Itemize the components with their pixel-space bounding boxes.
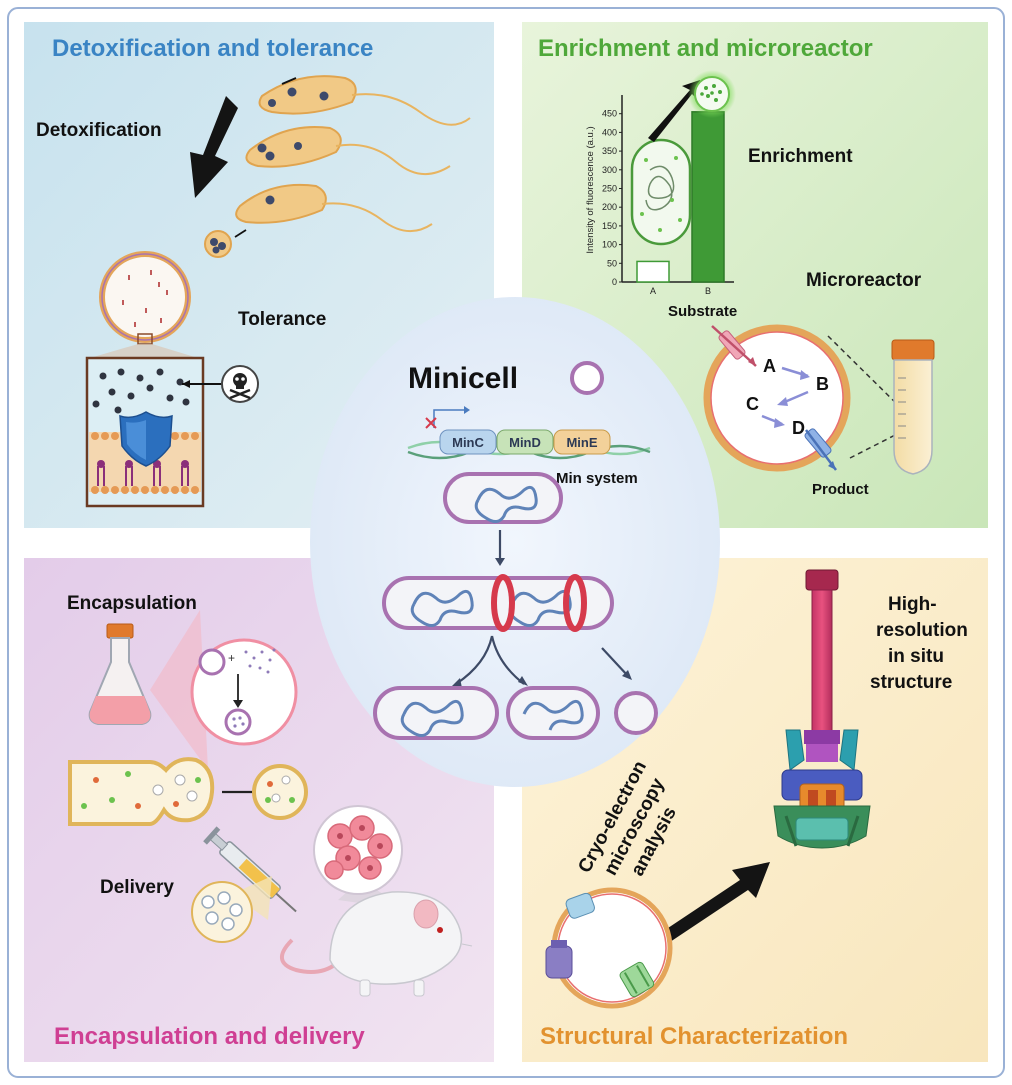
letter-b: B xyxy=(816,374,829,394)
product-label: Product xyxy=(812,481,869,498)
struct-title: Structural Characterization xyxy=(540,1023,848,1050)
svg-text:resolution: resolution xyxy=(876,620,968,641)
bar-a xyxy=(636,260,670,283)
delivery-label: Delivery xyxy=(100,877,174,898)
min-system-icon: MinC MinD MinE xyxy=(407,406,651,460)
substrate-channel-icon xyxy=(711,325,757,367)
bacteria-icon xyxy=(204,75,471,258)
detox-title: Detoxification and tolerance xyxy=(52,35,373,62)
minicell-circle-icon xyxy=(90,251,198,358)
x-category-label: B xyxy=(705,286,711,296)
dividing-cell-icon xyxy=(382,574,614,632)
svg-text:structure: structure xyxy=(870,672,952,693)
y-tick-label: 400 xyxy=(602,127,617,137)
letter-c: C xyxy=(746,394,759,414)
pore-complex-icon xyxy=(773,569,871,849)
y-tick-label: 450 xyxy=(602,109,617,119)
membrane-complex-cell-icon xyxy=(545,887,673,1009)
daughter-cell-icon xyxy=(506,686,600,740)
y-tick-label: 100 xyxy=(602,240,617,250)
tumor-icon xyxy=(313,805,410,910)
rod-cell-icon xyxy=(443,472,563,524)
enrich-title: Enrichment and microreactor xyxy=(538,35,873,62)
gene-mine: MinE xyxy=(566,435,597,450)
enrichment-label: Enrichment xyxy=(748,146,853,167)
minicell-icon xyxy=(570,361,604,395)
svg-text:High-: High- xyxy=(888,594,937,615)
y-tick-label: 200 xyxy=(602,202,617,212)
microreactor-icon: A B C D xyxy=(703,324,906,472)
daughter-cell-icon xyxy=(373,686,499,740)
product-channel-icon xyxy=(804,428,837,471)
high-res-label: High- resolution in situ structure xyxy=(870,594,968,693)
encapsulation-zoom-icon: + xyxy=(150,610,298,770)
delivery-zoom-icon xyxy=(191,876,272,943)
minicell-title: Minicell xyxy=(408,362,518,395)
x-category-label: A xyxy=(650,286,656,296)
y-tick-label: 300 xyxy=(602,165,617,175)
loaded-cell-icon xyxy=(68,757,215,826)
encapsulation-label: Encapsulation xyxy=(67,593,197,614)
mouse-icon xyxy=(280,891,473,997)
y-tick-label: 250 xyxy=(602,184,617,194)
y-tick-label: 50 xyxy=(607,258,617,268)
y-axis-label: Intensity of fluorescence (a.u.) xyxy=(585,126,596,253)
septum-ring xyxy=(563,574,587,632)
flask-icon xyxy=(88,623,152,725)
gene-mind: MinD xyxy=(509,435,541,450)
bar-b xyxy=(691,111,725,283)
shield-icon xyxy=(119,411,173,467)
y-tick-label: 150 xyxy=(602,221,617,231)
bacterial-cell-icon xyxy=(630,70,736,246)
y-tick-label: 0 xyxy=(612,277,617,287)
loaded-minicell-icon xyxy=(252,764,308,820)
letter-a: A xyxy=(763,356,776,376)
microreactor-label: Microreactor xyxy=(806,270,922,291)
minicell-product-icon xyxy=(614,691,658,735)
cryo-arrow-icon xyxy=(662,862,770,942)
y-tick-label: 350 xyxy=(602,146,617,156)
membrane-zoom-box xyxy=(85,356,205,508)
letter-d: D xyxy=(792,418,805,438)
detoxification-label: Detoxification xyxy=(36,120,162,141)
substrate-label: Substrate xyxy=(668,303,737,320)
septum-ring xyxy=(491,574,515,632)
fluorescence-bar-chart: 0 50 100 150 200 250 300 350 400 450 A B Intensity… xyxy=(585,95,734,296)
svg-text:in situ: in situ xyxy=(888,646,944,667)
skull-icon xyxy=(182,365,259,403)
tube-icon xyxy=(891,339,935,475)
svg-text:+: + xyxy=(228,651,235,665)
tolerance-label: Tolerance xyxy=(238,309,326,330)
encap-title: Encapsulation and delivery xyxy=(54,1023,365,1050)
min-system-label: Min system xyxy=(556,470,638,487)
detox-arrow-icon xyxy=(190,96,238,198)
gene-minc: MinC xyxy=(452,435,484,450)
